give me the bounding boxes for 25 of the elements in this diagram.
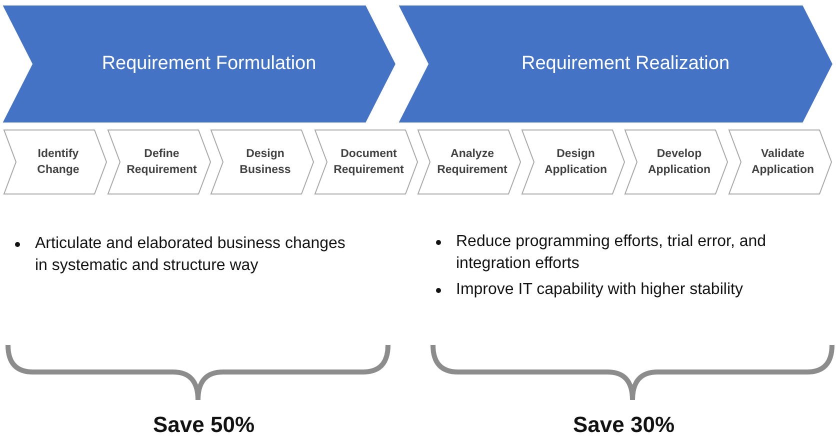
step-label: Develop Application xyxy=(646,147,712,178)
phase-banner xyxy=(2,5,396,123)
step-label: Document Requirement xyxy=(332,147,405,178)
bullet-text: Reduce programming efforts, trial error, and integration efforts xyxy=(456,233,766,272)
process-step xyxy=(211,130,314,194)
savings-label: Save 50% xyxy=(153,412,255,438)
step-label: Define Requirement xyxy=(126,147,198,178)
bullet-text: Improve IT capability with higher stability xyxy=(456,281,743,298)
step-label: Identify Change xyxy=(36,147,80,178)
process-step xyxy=(314,130,417,194)
process-step xyxy=(4,130,106,194)
bullet-text: Articulate and elaborated business changes in systematic and structure way xyxy=(35,235,346,274)
savings-label: Save 30% xyxy=(573,412,675,438)
step-label: Analyze Requirement xyxy=(436,147,508,178)
step-label: Validate Application xyxy=(750,147,816,178)
phase-title: Requirement Realization xyxy=(521,53,730,75)
step-label: Design Application xyxy=(543,147,608,178)
step-label: Design Business xyxy=(238,147,292,178)
process-step xyxy=(625,130,728,194)
process-step xyxy=(108,130,210,194)
phase-title: Requirement Formulation xyxy=(102,53,316,75)
phase-banner xyxy=(398,5,833,123)
process-step xyxy=(418,130,520,194)
process-step xyxy=(522,130,624,194)
process-step xyxy=(728,130,831,194)
